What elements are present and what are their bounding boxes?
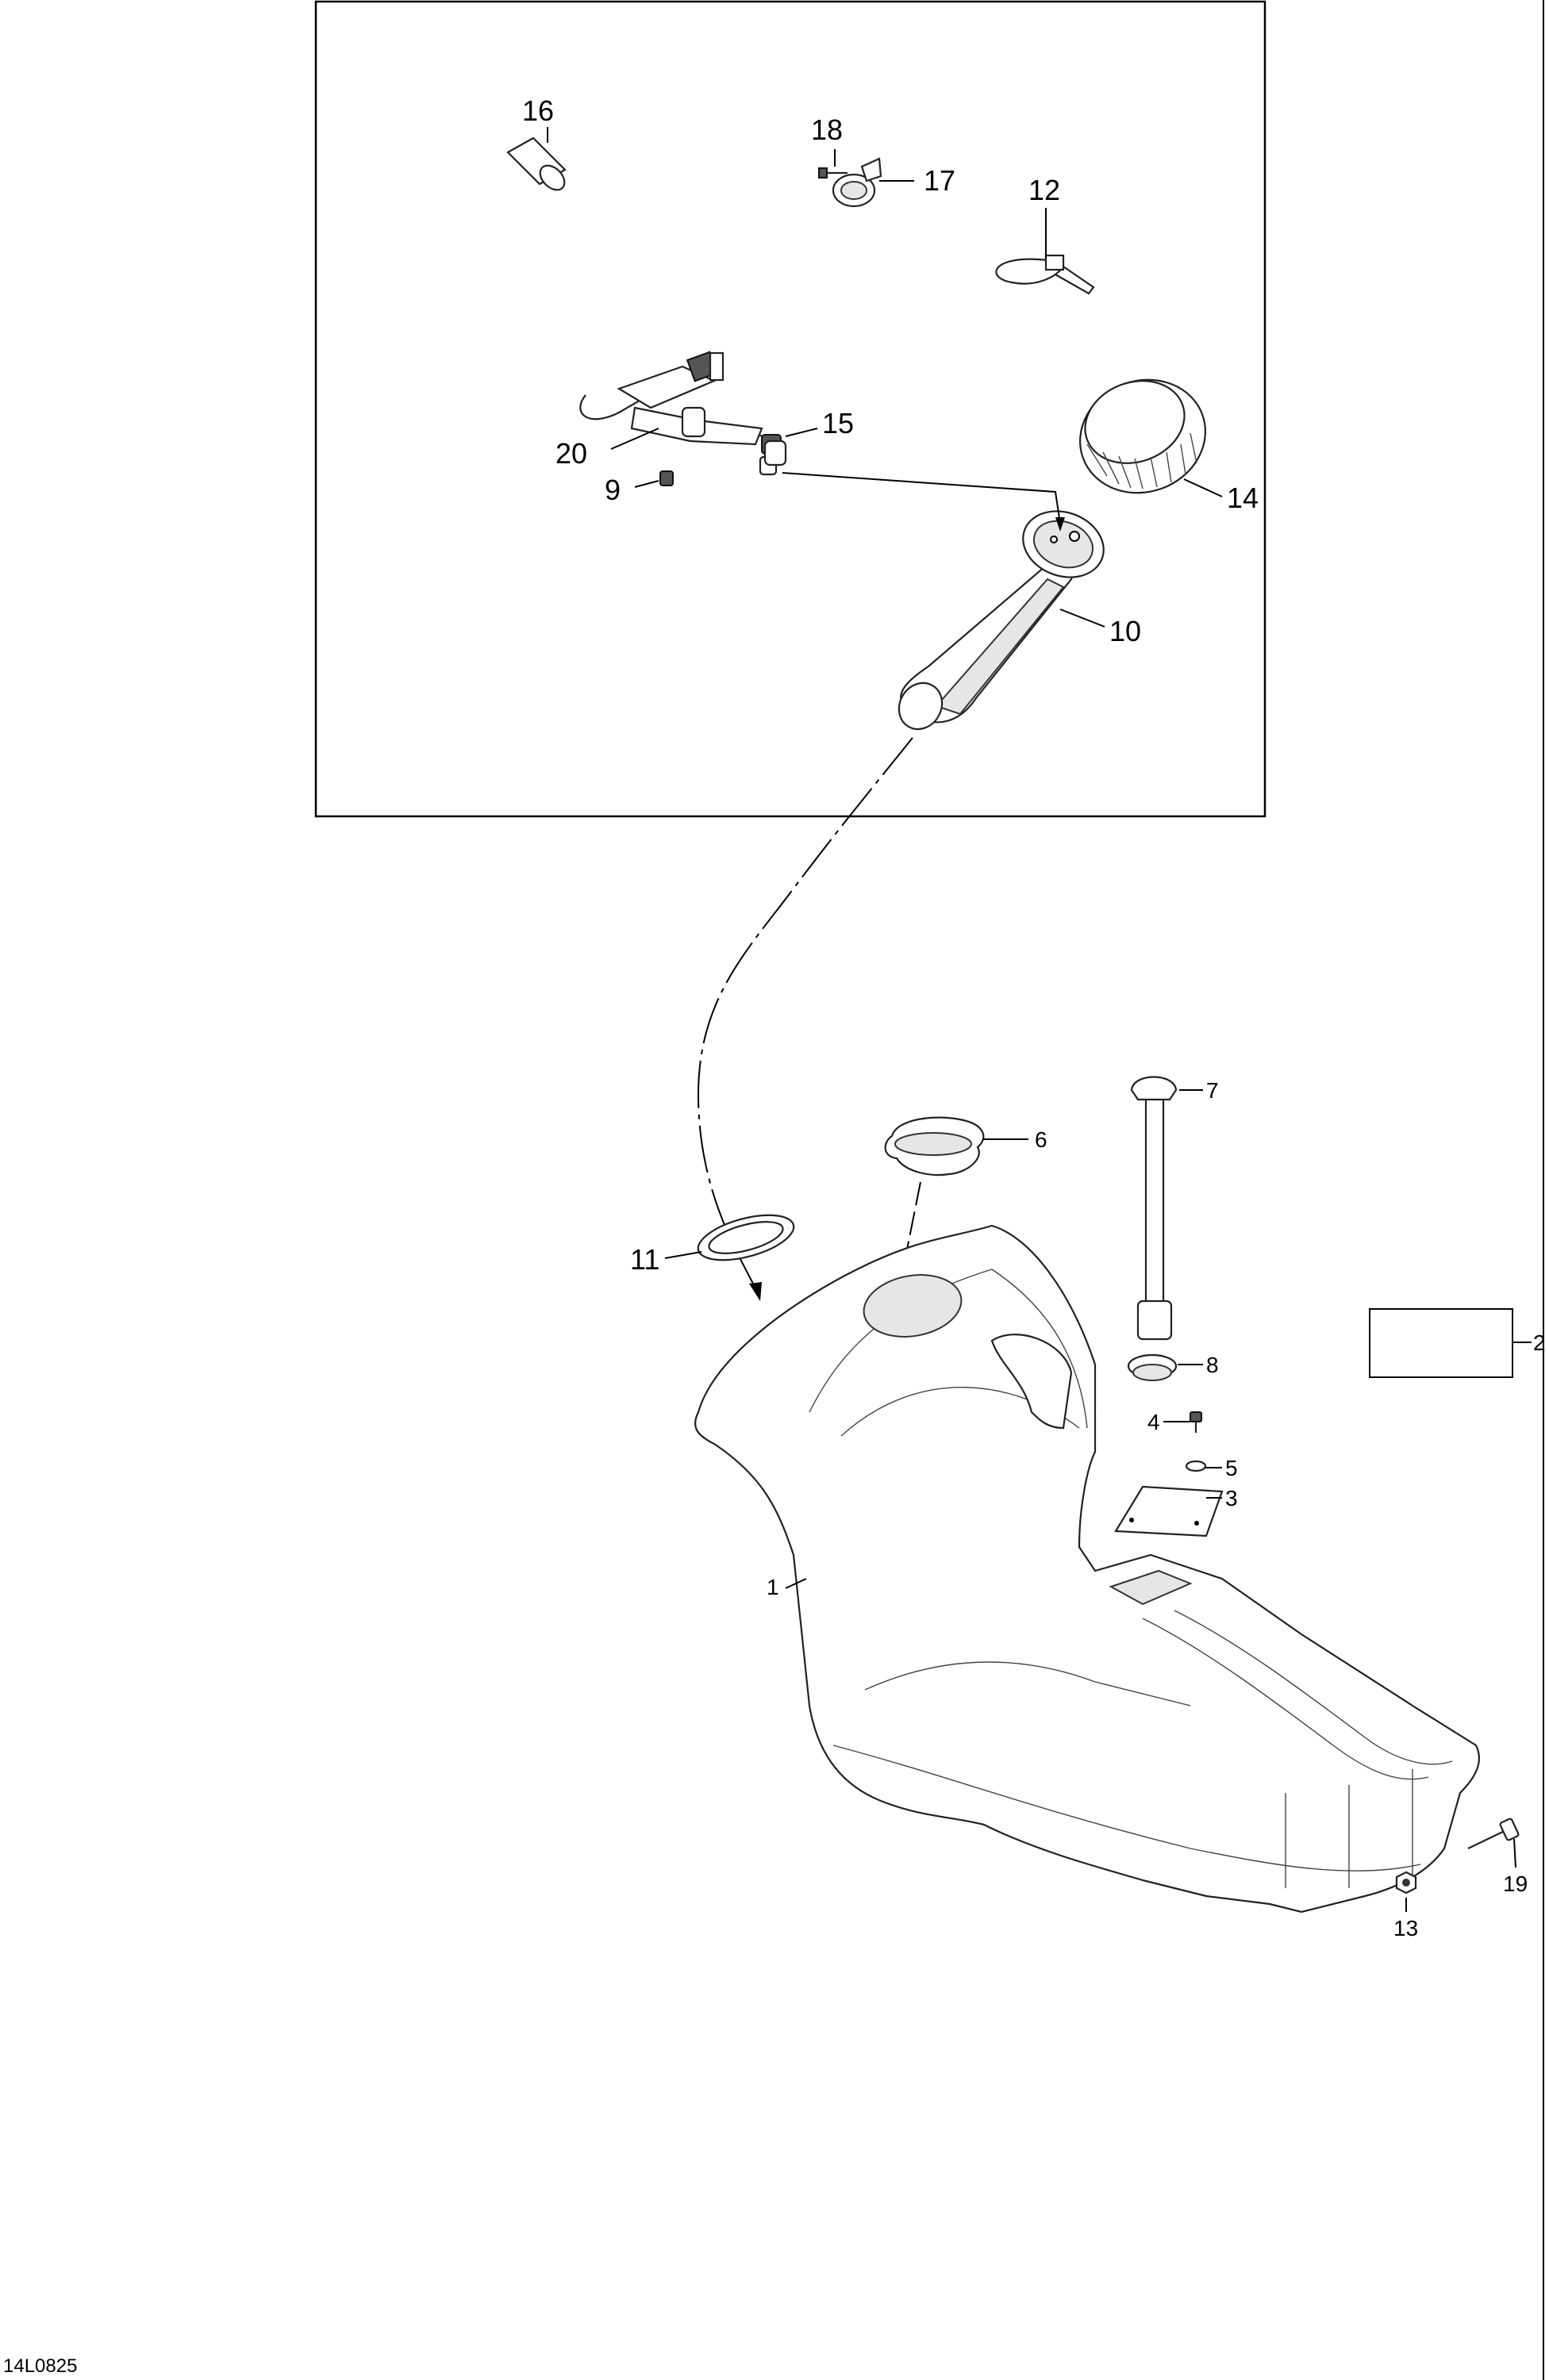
- callout-20: 20: [555, 437, 587, 470]
- part-5-washer: [1185, 1460, 1207, 1472]
- part-9-clip: [659, 470, 674, 486]
- callout-18: 18: [811, 113, 843, 146]
- callout-12: 12: [1028, 174, 1060, 206]
- callout-2: 2: [1533, 1330, 1546, 1355]
- callout-15: 15: [822, 407, 854, 440]
- callout-5: 5: [1225, 1456, 1238, 1480]
- part-7-fuel-gauge: [1130, 1076, 1178, 1341]
- callout-19: 19: [1503, 1871, 1528, 1896]
- hose-to-pump-arrowhead: [1055, 517, 1065, 532]
- callout-7: 7: [1206, 1078, 1219, 1103]
- part-13-nut: [1395, 1871, 1417, 1894]
- callout-16: 16: [522, 94, 554, 127]
- callout-4: 4: [1147, 1410, 1160, 1434]
- part-16-sleeve: [506, 136, 567, 191]
- callout-14: 14: [1227, 482, 1259, 514]
- callout-3: 3: [1225, 1486, 1238, 1511]
- part-14-locking-ring: [1079, 378, 1206, 494]
- pump-to-tank-line: [697, 737, 913, 1286]
- part-12-cable-tie: [995, 254, 1095, 295]
- callout-11: 11: [630, 1243, 659, 1276]
- diagram-reference-code: 14L0825: [3, 2355, 77, 2377]
- hose-to-pump-line: [782, 472, 1061, 524]
- callout-6: 6: [1035, 1127, 1047, 1152]
- callout-8: 8: [1206, 1353, 1219, 1377]
- callout-17: 17: [924, 164, 955, 197]
- callout-13: 13: [1393, 1916, 1418, 1940]
- callout-9: 9: [605, 474, 621, 506]
- part-20-fuel-hose: [579, 351, 782, 476]
- leader-lines: [547, 127, 1532, 1912]
- pump-to-tank-arrowhead: [749, 1282, 762, 1301]
- part-1-fuel-tank: [694, 1224, 1480, 1914]
- part-10-fuel-pump: [897, 510, 1105, 731]
- inset-frame: [314, 0, 1266, 818]
- part-17-clamp: [832, 157, 882, 208]
- part-18-screw: [818, 167, 848, 178]
- part-3-plate: [1114, 1485, 1224, 1537]
- callout-1: 1: [767, 1575, 779, 1599]
- part-11-gasket: [697, 1214, 795, 1261]
- part-19-bolt: [1467, 1818, 1520, 1849]
- part-15-fitting: [763, 440, 787, 466]
- part-6-fuel-cap: [884, 1116, 985, 1177]
- part-2-reference-box: [1369, 1308, 1513, 1378]
- callout-10: 10: [1109, 615, 1141, 647]
- part-4-screw: [1190, 1411, 1202, 1433]
- part-8-grommet: [1127, 1353, 1178, 1381]
